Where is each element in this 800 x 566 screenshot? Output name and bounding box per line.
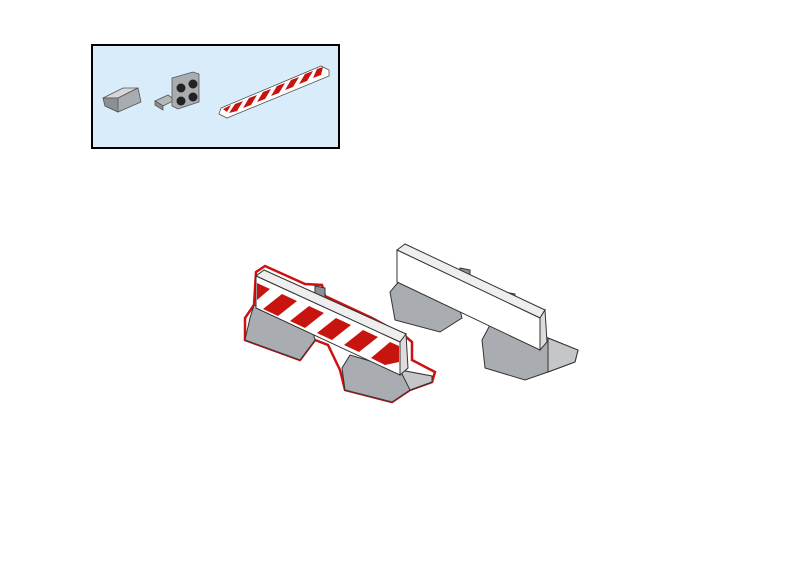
existing-barrier <box>389 243 579 381</box>
slope-brick-part <box>102 87 142 113</box>
new-barrier <box>243 264 437 404</box>
parts-callout <box>91 44 340 149</box>
parts-illustration <box>102 65 330 119</box>
bracket-plate-part <box>154 71 200 111</box>
striped-tile-part <box>218 65 330 119</box>
